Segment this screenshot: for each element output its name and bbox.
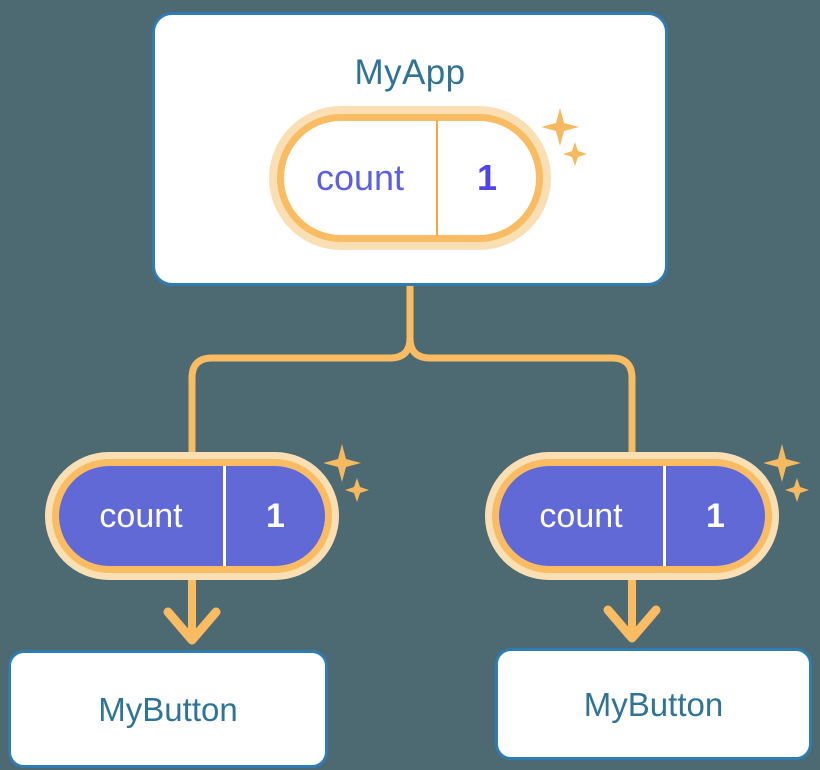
state-pill-inner: count 1 xyxy=(284,121,536,235)
state-pill-inner: count 1 xyxy=(499,466,765,566)
state-pill-value: 1 xyxy=(436,121,536,235)
connector-root-to-left-child xyxy=(188,282,414,464)
state-pill-root[interactable]: count 1 xyxy=(269,106,551,250)
component-card-mybutton-left[interactable]: MyButton xyxy=(8,650,328,768)
state-pill-key: count xyxy=(99,497,183,535)
connector-root-to-right-child xyxy=(406,282,636,464)
state-pill-child-right[interactable]: count 1 xyxy=(485,452,779,580)
state-pill-body: count 1 xyxy=(45,452,339,580)
arrow-down-icon-right xyxy=(603,605,661,643)
state-pill-inner: count 1 xyxy=(59,466,325,566)
state-pill-body: count 1 xyxy=(269,106,551,250)
state-pill-value: 1 xyxy=(663,466,765,566)
component-label: MyButton xyxy=(583,685,724,723)
state-pill-key: count xyxy=(539,497,623,535)
state-pill-ring xyxy=(277,114,543,242)
page-title: MyApp xyxy=(354,53,466,92)
state-pill-value: 1 xyxy=(223,466,325,566)
state-pill-child-left[interactable]: count 1 xyxy=(45,452,339,580)
state-pill-body: count 1 xyxy=(485,452,779,580)
component-card-mybutton-right[interactable]: MyButton xyxy=(495,648,812,760)
component-label: MyButton xyxy=(98,690,238,728)
state-pill-key: count xyxy=(315,157,405,198)
arrow-down-icon-left xyxy=(163,607,221,645)
